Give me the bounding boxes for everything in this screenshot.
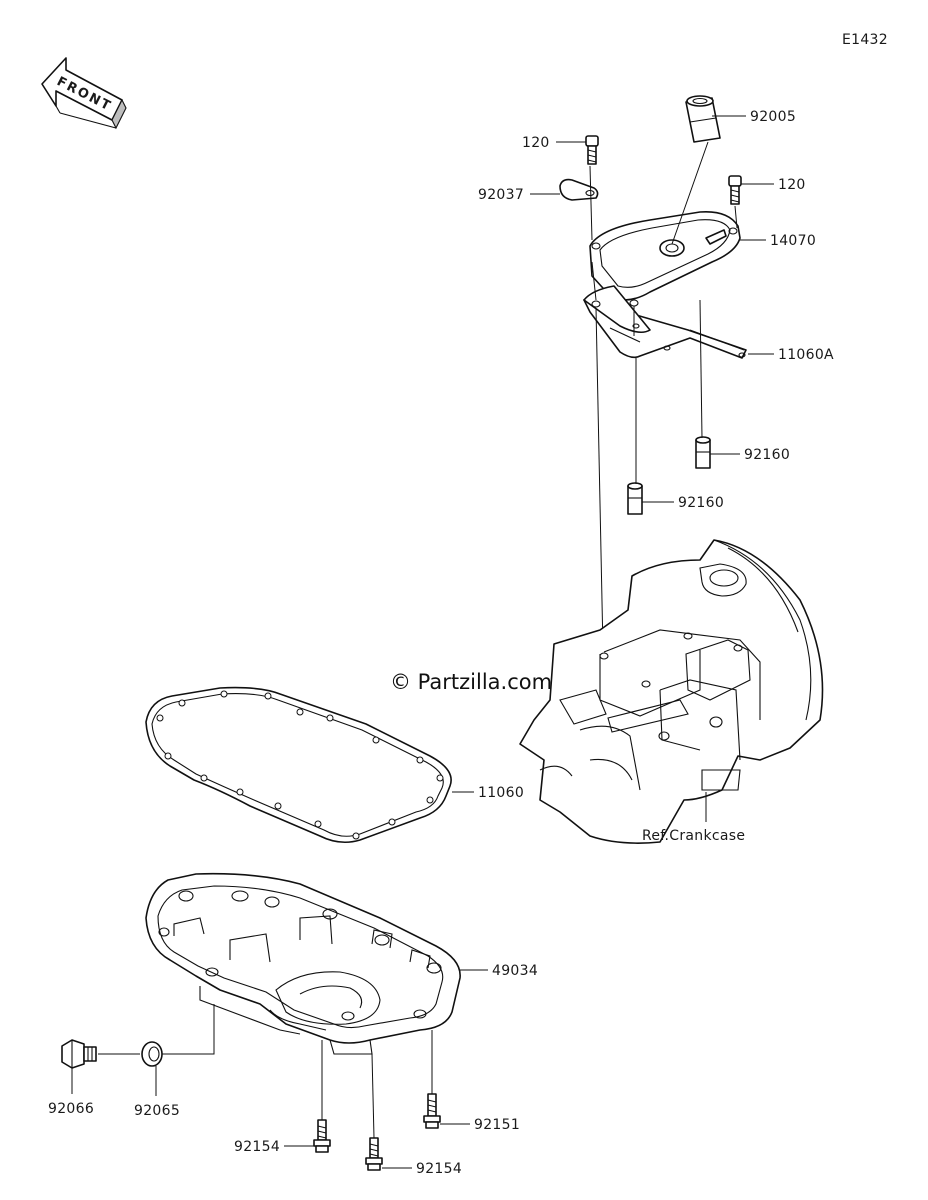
callout-92037: 92037 [478, 187, 524, 203]
part-92151-bolt[interactable] [423, 1093, 470, 1129]
part-92160-dowel-right[interactable] [695, 436, 740, 469]
diagram-code: E1432 [842, 32, 888, 48]
callout-92005: 92005 [750, 109, 796, 125]
part-92037-clamp[interactable] [530, 178, 599, 201]
callout-92160-right: 92160 [744, 447, 790, 463]
front-arrow-icon: FRONT [41, 57, 127, 130]
part-11060-gasket[interactable] [145, 686, 474, 844]
part-120-bolt-left[interactable] [556, 135, 599, 165]
part-92065-washer[interactable] [141, 1041, 163, 1096]
callout-92066: 92066 [48, 1101, 94, 1117]
callout-11060: 11060 [478, 785, 524, 801]
watermark: © Partzilla.com [390, 670, 552, 694]
crankcase-reference [519, 539, 824, 844]
part-92160-dowel-left[interactable] [627, 482, 674, 515]
part-49034-oil-pan[interactable] [145, 872, 488, 1055]
callout-92065: 92065 [134, 1103, 180, 1119]
callout-92160-left: 92160 [678, 495, 724, 511]
callout-49034: 49034 [492, 963, 538, 979]
callout-92154-left: 92154 [234, 1139, 280, 1155]
part-92154-bolt-left[interactable] [284, 1119, 331, 1153]
alignment-lines-upper [589, 141, 738, 651]
part-14070-cover[interactable] [589, 210, 766, 307]
part-92154-bolt-right[interactable] [365, 1137, 412, 1171]
part-11060A-gasket[interactable] [583, 285, 774, 359]
part-92005-hose[interactable] [685, 95, 746, 143]
callout-11060A: 11060A [778, 347, 834, 363]
part-92066-drain-plug[interactable] [61, 1039, 97, 1094]
alignment-lines-lower [98, 1004, 433, 1139]
part-120-bolt-right[interactable] [728, 175, 774, 205]
callout-14070: 14070 [770, 233, 816, 249]
callout-92151: 92151 [474, 1117, 520, 1133]
callout-92154-right: 92154 [416, 1161, 462, 1177]
reference-label: Ref.Crankcase [642, 828, 745, 844]
callout-120-left: 120 [522, 135, 550, 151]
callout-120-right: 120 [778, 177, 806, 193]
